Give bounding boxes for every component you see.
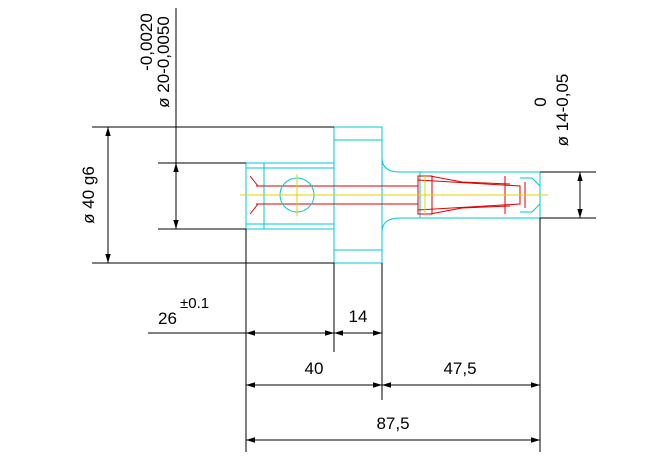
dia-20-label: ø 20-0,0050	[154, 16, 173, 108]
len-26-tol: ±0.1	[180, 295, 209, 312]
neck-bottom	[381, 217, 540, 250]
left-collar-outline	[245, 162, 335, 230]
bore-entry-chamfer	[249, 175, 259, 215]
len-14-label: 14	[349, 307, 368, 326]
neck-top	[381, 140, 540, 173]
len-40-label: 40	[305, 359, 324, 378]
dia-40-label: ø 40 g6	[79, 166, 98, 224]
dimension-labels: -0,0020 ø 20-0,0050 ø 40 g6 0 ø 14-0,05 …	[79, 13, 572, 433]
section-detail	[240, 174, 548, 216]
len-47-5-label: 47,5	[443, 359, 476, 378]
dia-14-label: ø 14-0,05	[553, 74, 572, 147]
len-26-label: 26	[158, 309, 177, 328]
dimension-lines	[92, 8, 596, 452]
tol-20-label: -0,0020	[137, 13, 156, 71]
taper-inner	[429, 175, 511, 215]
tol-14-label: 0	[531, 97, 550, 106]
len-87-5-label: 87,5	[376, 414, 409, 433]
